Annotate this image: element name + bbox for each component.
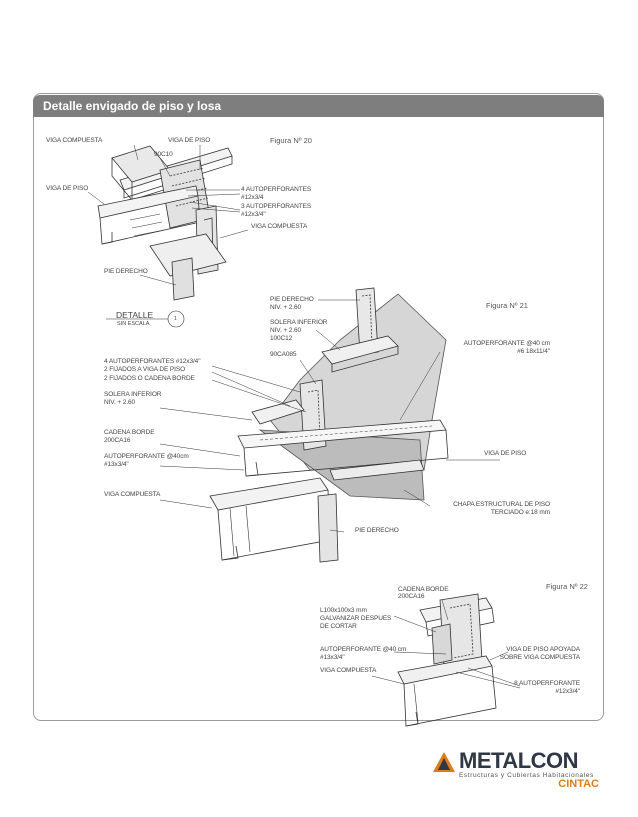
label-solera-inferior-2: SOLERA INFERIOR bbox=[104, 391, 162, 398]
detalle-subtitle: SIN ESCALA bbox=[117, 321, 150, 327]
label-autoperforante-40cm-spec: #6 18x11/4" bbox=[517, 348, 550, 355]
section-title: Detalle envigado de piso y losa bbox=[43, 99, 222, 113]
metalcon-logo: METALCON Estructuras y Cubiertas Habitac… bbox=[431, 748, 601, 790]
label-3-autoperforantes: 3 AUTOPERFORANTES bbox=[241, 203, 312, 210]
label-fijacion-cadena-borde: 2 FIJADOS O CADENA BORDE bbox=[104, 375, 195, 382]
label-viga-apoyada-sobre: SOBRE VIGA COMPUESTA bbox=[499, 654, 580, 661]
label-4-autoperforantes-spec: #12x3/4 bbox=[241, 194, 264, 201]
content-frame bbox=[33, 93, 604, 721]
label-viga-compuesta-top: VIGA COMPUESTA bbox=[46, 137, 103, 144]
label-chapa-terciado: TERCIADO e:18 mm bbox=[490, 509, 550, 516]
label-viga-compuesta-mid: VIGA COMPUESTA bbox=[251, 223, 308, 230]
label-4-autoperforantes: 4 AUTOPERFORANTES bbox=[241, 186, 312, 193]
detalle-marker-number: 1 bbox=[174, 316, 177, 322]
figure-21-drawing bbox=[159, 287, 500, 563]
label-viga-apoyada: VIGA DE PISO APOYADA bbox=[506, 646, 580, 653]
label-solera-inferior: SOLERA INFERIOR bbox=[270, 319, 328, 326]
label-cadena-borde-spec: 200CA16 bbox=[104, 437, 131, 444]
label-galvanizar: GALVANIZAR DESPUES bbox=[320, 615, 392, 622]
figure-caption-22: Figura Nº 22 bbox=[546, 582, 588, 591]
label-3-autoperforantes-spec: #12x3/4" bbox=[241, 211, 266, 218]
label-pie-derecho-1: PIE DERECHO bbox=[104, 268, 148, 275]
label-solera-inferior-spec: 100C12 bbox=[270, 335, 293, 342]
label-fijacion-4-autoperforantes: 4 AUTOPERFORANTES #12x3/4" bbox=[104, 358, 201, 365]
label-autoperforante-c-spec: #13x3/4" bbox=[320, 654, 345, 661]
figure-20-drawing bbox=[87, 144, 249, 301]
label-90c10: 90C10 bbox=[154, 151, 173, 158]
label-solera-inferior-2-niv: NIV. + 2.60 bbox=[104, 399, 136, 406]
label-8-autoperforante: 8 AUTOPERFORANTE bbox=[514, 680, 580, 687]
label-pie-derecho-2: PIE DERECHO bbox=[270, 296, 314, 303]
label-viga-piso-right: VIGA DE PISO bbox=[484, 450, 527, 457]
label-autoperforante-40cm: AUTOPERFORANTE @40 cm bbox=[463, 340, 550, 347]
section-header: Detalle envigado de piso y losa bbox=[33, 95, 604, 117]
figure-caption-20: Figura Nº 20 bbox=[270, 136, 312, 145]
label-viga-piso-left: VIGA DE PISO bbox=[46, 185, 89, 192]
label-fijacion-viga-piso: 2 FIJADOS A VIGA DE PISO bbox=[104, 366, 186, 373]
label-angle: L100x100x3 mm bbox=[320, 607, 367, 614]
detalle-title: DETALLE bbox=[116, 310, 154, 320]
label-de-cortar: DE CORTAR bbox=[320, 623, 357, 630]
label-cadena-borde-22: CADENA BORDE bbox=[398, 586, 449, 593]
logo-name: METALCON bbox=[459, 748, 579, 773]
label-cadena-borde: CADENA BORDE bbox=[104, 429, 155, 436]
label-pie-derecho-2-niv: NIV. + 2.60 bbox=[270, 304, 302, 311]
figure-22-drawing bbox=[371, 593, 521, 727]
logo-tagline: Estructuras y Cubiertas Habitacionales bbox=[459, 772, 594, 779]
label-chapa-estructural: CHAPA ESTRUCTURAL DE PISO bbox=[453, 501, 550, 508]
label-viga-piso-top: VIGA DE PISO bbox=[168, 137, 211, 144]
label-autoperforante-c: AUTOPERFORANTE @40 cm bbox=[320, 646, 407, 653]
figure-caption-21: Figura Nº 21 bbox=[486, 301, 528, 310]
label-viga-compuesta-22: VIGA COMPUESTA bbox=[320, 667, 377, 674]
label-viga-compuesta-low: VIGA COMPUESTA bbox=[104, 491, 161, 498]
label-solera-inferior-niv: NIV. + 2.60 bbox=[270, 327, 302, 334]
label-cadena-borde-22-spec: 200CA16 bbox=[398, 593, 425, 600]
label-autoperforante-b: AUTOPERFORANTE @40cm bbox=[104, 453, 189, 460]
label-8-autoperforante-spec: #12x3/4" bbox=[555, 688, 580, 695]
metalcon-logo-icon bbox=[433, 752, 455, 772]
label-autoperforante-b-spec: #13x3/4" bbox=[104, 461, 129, 468]
label-90ca085: 90CA085 bbox=[270, 351, 297, 358]
logo-cintac: CINTAC bbox=[558, 778, 599, 790]
label-pie-derecho-3: PIE DERECHO bbox=[355, 527, 399, 534]
